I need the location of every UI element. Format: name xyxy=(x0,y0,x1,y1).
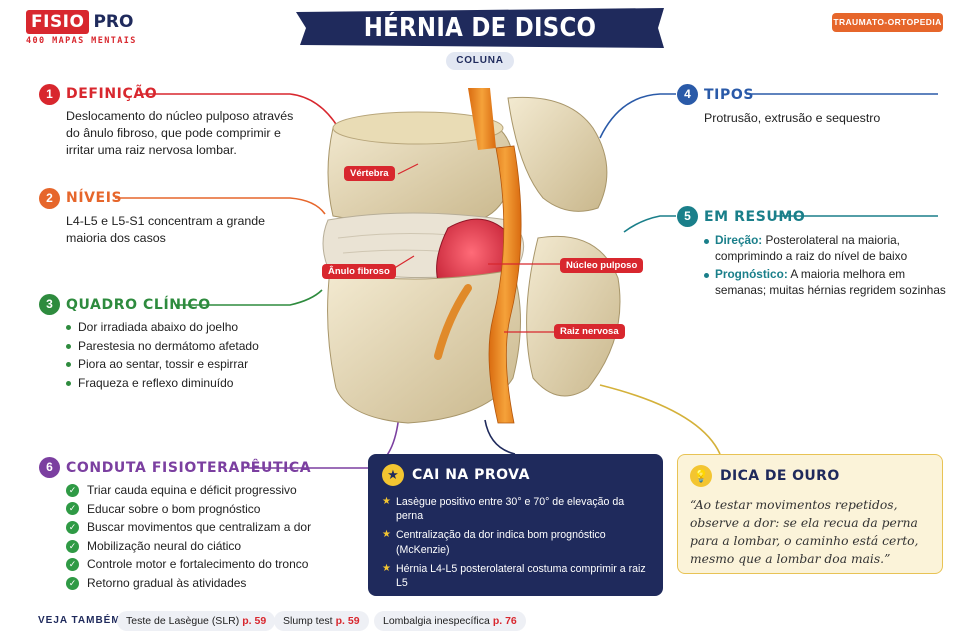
summary-label: Prognóstico: xyxy=(715,267,788,281)
summary-text: A maioria melhora em semanas; muitas hér… xyxy=(715,267,946,297)
list-item: Direção: Posterolateral na maioria, comp… xyxy=(703,233,949,264)
list-item-text: Buscar movimentos que centralizam a dor xyxy=(87,520,312,535)
list-item: ✓ Buscar movimentos que centralizam a dor xyxy=(66,518,356,537)
brand-name-fisio: FISIO xyxy=(26,10,90,34)
ref-link-lasegue[interactable]: Teste de Lasègue (SLR)p. 59 xyxy=(117,611,276,631)
section-3-list: Dor irradiada abaixo do joelho Parestesi… xyxy=(64,318,304,392)
spine-illustration: Vértebra Ânulo fibroso Núcleo pulposo Ra… xyxy=(318,88,644,426)
list-item: Dor irradiada abaixo do joelho xyxy=(64,318,304,337)
section-1-title: DEFINIÇÃO xyxy=(66,86,158,102)
check-icon: ✓ xyxy=(66,558,79,572)
category-badge: TRAUMATO-ORTOPEDIA xyxy=(832,13,943,32)
brand-name-pro: PRO xyxy=(93,12,134,32)
list-item: ✓ Mobilização neural do ciático xyxy=(66,537,356,556)
list-item-text: Hérnia L4-L5 posterolateral costuma comp… xyxy=(396,562,646,590)
list-item: Fraqueza e reflexo diminuído xyxy=(64,374,304,393)
subtitle-pill: COLUNA xyxy=(446,52,514,70)
ref-page: p. 59 xyxy=(242,615,267,627)
lightbulb-icon: 💡 xyxy=(690,465,712,487)
list-item-text: Lasègue positivo entre 30° e 70° de elev… xyxy=(396,496,625,523)
list-item-text: Triar cauda equina e déficit progressivo xyxy=(87,483,297,497)
section-1-number: 1 xyxy=(39,84,60,105)
section-5-number: 5 xyxy=(677,206,698,227)
section-1-text: Deslocamento do núcleo pulposo através d… xyxy=(66,109,294,157)
list-item: ✓ Educar sobre o bom prognóstico xyxy=(66,500,356,519)
list-item: Piora ao sentar, tossir e espirrar xyxy=(64,355,304,374)
list-item-text: Controle motor e fortalecimento do tronc… xyxy=(87,557,309,572)
golden-tip-quote: “Ao testar movimentos repetidos, observe… xyxy=(690,498,919,566)
list-item: ★ Centralização da dor indica bom prognós… xyxy=(382,528,649,556)
list-item: ✓ Retorno gradual às atividades xyxy=(66,574,356,593)
section-4-number: 4 xyxy=(677,84,698,105)
summary-label: Direção: xyxy=(715,233,763,247)
list-item-text: Retorno gradual às atividades xyxy=(87,575,247,590)
list-item: ★ Hérnia L4-L5 posterolateral costuma com… xyxy=(382,562,649,590)
section-2-title: NÍVEIS xyxy=(66,190,123,206)
star-icon: ★ xyxy=(382,464,404,486)
label-nucleus: Núcleo pulposo xyxy=(560,258,644,273)
list-item: Parestesia no dermátomo afetado xyxy=(64,337,304,356)
star-icon: ★ xyxy=(382,562,391,574)
golden-tip-title: DICA DE OURO xyxy=(720,468,840,484)
exam-tip-title: CAI NA PROVA xyxy=(412,467,530,483)
section-3-title: QUADRO CLÍNICO xyxy=(66,297,211,313)
check-icon: ✓ xyxy=(66,483,79,497)
section-6-title: CONDUTA FISIOTERAPÊUTICA xyxy=(66,460,312,476)
brand-tagline: 400 MAPAS MENTAIS xyxy=(26,36,137,46)
ref-label: Lombalgia inespecífica xyxy=(383,615,490,627)
list-item-text: Mobilização neural do ciático xyxy=(87,538,242,553)
section-6-number: 6 xyxy=(39,457,60,478)
list-item-text: Centralização da dor indica bom prognóst… xyxy=(396,529,606,556)
see-also-label: VEJA TAMBÉM xyxy=(38,615,121,626)
label-annulus: Ânulo fibroso xyxy=(322,264,396,279)
check-icon: ✓ xyxy=(66,502,79,516)
ref-label: Slump test xyxy=(283,615,333,627)
list-item: ✓ Controle motor e fortalecimento do tron… xyxy=(66,555,356,574)
section-2-text: L4-L5 e L5-S1 concentram a grande maiori… xyxy=(66,214,266,245)
ref-page: p. 76 xyxy=(492,615,517,627)
ref-page: p. 59 xyxy=(335,615,360,627)
section-6-list: ✓ Triar cauda equina e déficit progressiv… xyxy=(66,481,356,593)
list-item: Prognóstico: A maioria melhora em semana… xyxy=(703,267,949,298)
label-nerve-root: Raiz nervosa xyxy=(554,324,625,339)
section-4-text: Protrusão, extrusão e sequestro xyxy=(704,111,881,125)
ref-label: Teste de Lasègue (SLR) xyxy=(126,615,240,627)
section-2-number: 2 xyxy=(39,188,60,209)
list-item: ★ Lasègue positivo entre 30° e 70° de ele… xyxy=(382,495,649,523)
star-icon: ★ xyxy=(382,496,391,507)
label-vertebra: Vértebra xyxy=(344,166,395,181)
check-icon: ✓ xyxy=(66,576,79,590)
star-icon: ★ xyxy=(382,529,391,541)
section-5-list: Direção: Posterolateral na maioria, comp… xyxy=(703,233,949,301)
section-4-title: TIPOS xyxy=(704,87,755,103)
summary-text: Posterolateral na maioria, comprimindo a… xyxy=(715,233,908,263)
section-5-title: EM RESUMO xyxy=(704,209,806,225)
check-icon: ✓ xyxy=(66,539,79,553)
exam-tip-list: ★ Lasègue positivo entre 30° e 70° de ele… xyxy=(382,495,649,590)
golden-tip-card: 💡 DICA DE OURO “Ao testar movimentos rep… xyxy=(677,454,943,574)
exam-tip-card: ★ CAI NA PROVA ★ Lasègue positivo entre 3… xyxy=(368,454,663,596)
list-item-text: Educar sobre o bom prognóstico xyxy=(87,501,261,516)
check-icon: ✓ xyxy=(66,520,79,534)
list-item: ✓ Triar cauda equina e déficit progressiv… xyxy=(66,481,356,500)
section-3-number: 3 xyxy=(39,294,60,315)
